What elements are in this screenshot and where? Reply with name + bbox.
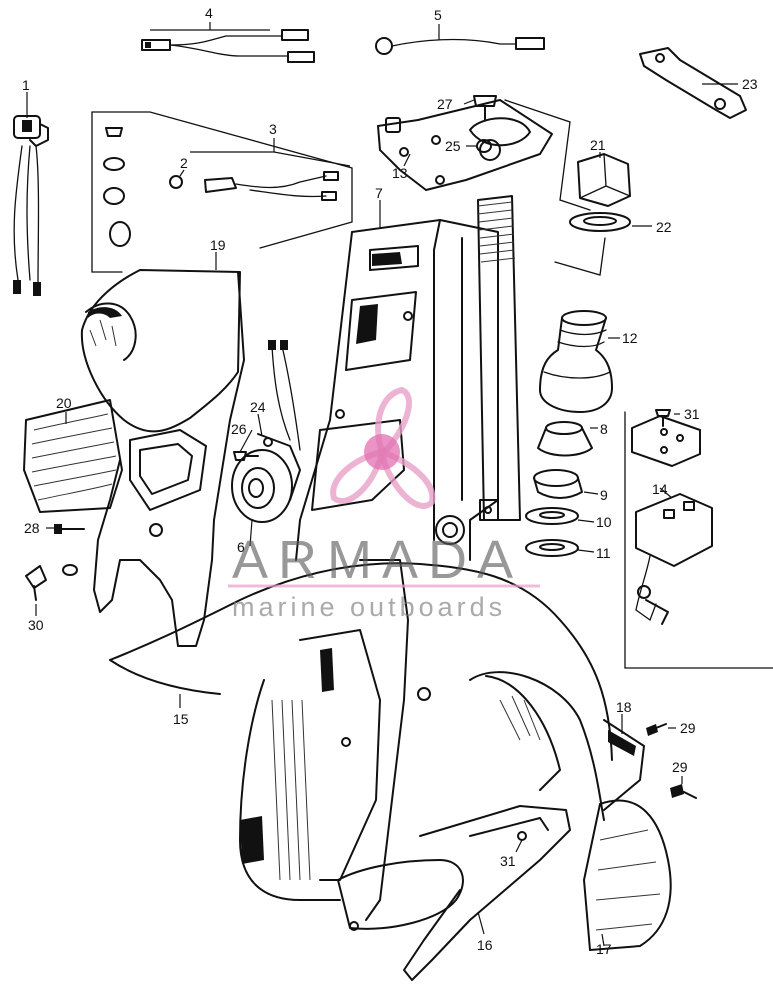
watermark-tagline: marine outboards	[232, 592, 506, 622]
part-31-screw-top	[655, 409, 671, 427]
callout-23: 23	[742, 76, 758, 92]
steering-column	[477, 195, 521, 521]
callout-14: 14	[652, 481, 668, 497]
part-30-bolt	[25, 564, 78, 601]
watermark-logo-icon	[330, 386, 436, 509]
part-28-screw	[54, 524, 85, 534]
leader-lines	[26, 22, 738, 947]
callout-22: 22	[656, 219, 672, 235]
part-10-washer	[525, 507, 579, 525]
callout-19: 19	[210, 237, 226, 253]
part-6-horn	[231, 433, 301, 523]
kit-box-13	[504, 99, 606, 276]
callout-20: 20	[56, 395, 72, 411]
callout-3: 3	[269, 121, 277, 137]
kit-box-3	[91, 111, 353, 273]
callout-29-lower: 29	[672, 759, 688, 775]
callout-30: 30	[28, 617, 44, 633]
part-11-washer	[525, 539, 579, 557]
part-22-washer	[569, 212, 631, 232]
callout-31-upper: 31	[684, 406, 700, 422]
part-24-wires	[268, 340, 301, 451]
part-16-bracket	[337, 805, 571, 981]
part-29-screw-a	[646, 723, 667, 736]
part-9-bushing	[533, 469, 583, 499]
part-26-screw	[233, 451, 259, 461]
callout-12: 12	[622, 330, 638, 346]
part-19-cowl	[80, 269, 245, 647]
part-8-bushing	[537, 421, 593, 457]
callout-13: 13	[392, 165, 408, 181]
kit-box-14	[624, 411, 773, 669]
part-13-plate	[377, 99, 553, 191]
part-14-ignition-switch	[631, 415, 713, 625]
callout-24: 24	[250, 399, 266, 415]
callout-18: 18	[616, 699, 632, 715]
callout-21: 21	[590, 137, 606, 153]
callout-labels: 1 2 3 4 5 6 7 8 9 10 11 12 13 14 15 16 1…	[22, 5, 758, 957]
callout-16: 16	[477, 937, 493, 953]
part-27-bolt	[473, 95, 497, 121]
callout-28: 28	[24, 520, 40, 536]
part-15-body	[109, 559, 613, 921]
watermark-wordmark: ARMADA	[232, 530, 523, 590]
callout-31-lower: 31	[500, 853, 516, 869]
watermark: ARMADA marine outboards	[228, 386, 540, 622]
callout-27: 27	[437, 96, 453, 112]
callout-11: 11	[596, 545, 611, 561]
callout-10: 10	[596, 514, 612, 530]
callout-1: 1	[22, 77, 30, 93]
part-12-boot	[539, 310, 613, 413]
callout-17: 17	[596, 941, 612, 957]
part-23-bracket	[639, 47, 747, 119]
part-3-kit-items	[103, 127, 339, 247]
callout-6: 6	[237, 539, 245, 555]
part-17-mudflap	[583, 799, 672, 951]
callout-2: 2	[180, 155, 188, 171]
callout-7: 7	[375, 185, 383, 201]
part-7-frame	[295, 219, 499, 561]
part-5-ground-wire	[375, 37, 545, 55]
part-21-nut	[577, 153, 631, 207]
part-20-grille	[23, 399, 123, 513]
part-4-wire-harness	[141, 29, 315, 63]
part-1-switch	[13, 115, 49, 296]
callout-9: 9	[600, 487, 608, 503]
callout-29-upper: 29	[680, 720, 696, 736]
part-29-screw-b	[670, 784, 697, 799]
callout-26: 26	[231, 421, 247, 437]
callout-15: 15	[173, 711, 189, 727]
part-18-fender	[469, 671, 645, 821]
callout-8: 8	[600, 421, 608, 437]
callout-25: 25	[445, 138, 461, 154]
callout-4: 4	[205, 5, 213, 21]
callout-5: 5	[434, 7, 442, 23]
